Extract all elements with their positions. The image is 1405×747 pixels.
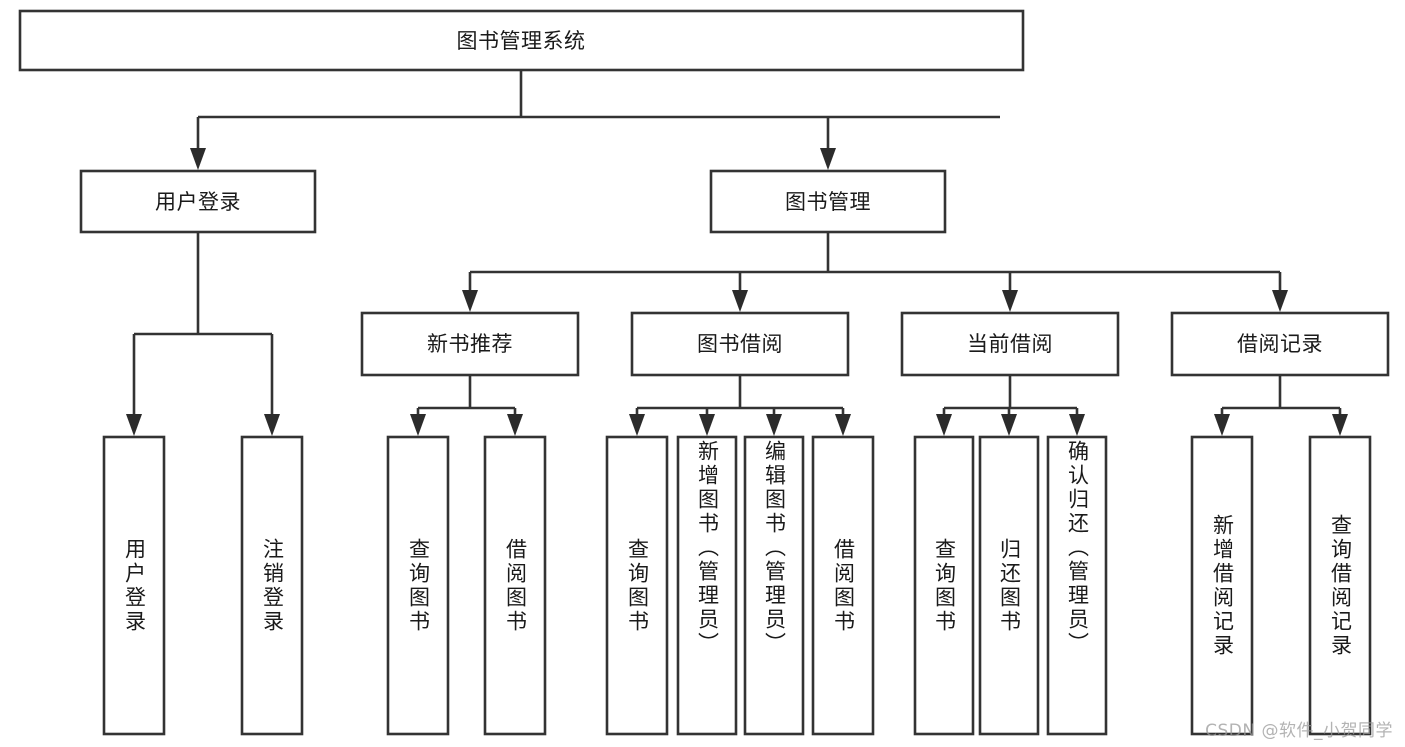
arrowhead-book-manage <box>820 148 836 170</box>
node-box-leaf-current-borrow-2[interactable] <box>1046 435 1108 736</box>
arrowhead-borrow-record-leaf-0 <box>1214 414 1230 436</box>
node-box-leaf-current-borrow-0[interactable] <box>913 435 975 736</box>
arrowhead-book-borrow-leaf-2 <box>766 414 782 436</box>
node-box-book-manage[interactable] <box>709 169 947 234</box>
node-box-leaf-book-borrow-2[interactable] <box>743 435 805 736</box>
node-layer: 图书管理系统 用户登录 图书管理 新书推荐 图书借阅 当前借阅 借阅记录 <box>18 9 1390 736</box>
node-box-leaf-current-borrow-1[interactable] <box>978 435 1040 736</box>
arrowhead-book-borrow-leaf-0 <box>629 414 645 436</box>
node-box-leaf-user-login-0[interactable] <box>102 435 166 736</box>
node-box-book-borrow[interactable] <box>630 311 850 377</box>
watermark-text: CSDN @软件_小贺同学 <box>1205 721 1393 741</box>
node-box-leaf-borrow-record-1[interactable] <box>1308 435 1372 736</box>
node-box-root[interactable] <box>18 9 1025 72</box>
node-label-user-login: 用户登录 <box>155 190 241 214</box>
node-box-leaf-borrow-record-0[interactable] <box>1190 435 1254 736</box>
node-box-leaf-book-borrow-3[interactable] <box>811 435 875 736</box>
node-label-book-manage: 图书管理 <box>785 190 871 214</box>
arrowhead-user-login-leaf-1 <box>264 414 280 436</box>
node-box-current-borrow[interactable] <box>900 311 1120 377</box>
arrowhead-new-book-leaf-1 <box>507 414 523 436</box>
node-box-new-book-recommend[interactable] <box>360 311 580 377</box>
arrowhead-book-borrow <box>732 290 748 312</box>
node-label-borrow-record: 借阅记录 <box>1237 332 1323 356</box>
arrowhead-user-login-leaf-0 <box>126 414 142 436</box>
arrowhead-borrow-record <box>1272 290 1288 312</box>
arrowhead-current-borrow-leaf-0 <box>936 414 952 436</box>
node-label-book-borrow: 图书借阅 <box>697 332 783 356</box>
node-box-leaf-book-borrow-0[interactable] <box>605 435 669 736</box>
node-label-current-borrow: 当前借阅 <box>967 332 1053 356</box>
arrowhead-borrow-record-leaf-1 <box>1332 414 1348 436</box>
node-box-leaf-new-book-0[interactable] <box>386 435 450 736</box>
node-box-leaf-new-book-1[interactable] <box>483 435 547 736</box>
arrowhead-new-book-leaf-0 <box>410 414 426 436</box>
node-label-new-book-recommend: 新书推荐 <box>427 332 513 356</box>
connector-layer <box>126 70 1348 436</box>
node-box-user-login[interactable] <box>79 169 317 234</box>
node-label-root: 图书管理系统 <box>457 29 586 53</box>
arrowhead-current-borrow-leaf-1 <box>1001 414 1017 436</box>
arrowhead-current-borrow-leaf-2 <box>1069 414 1085 436</box>
node-box-leaf-user-login-1[interactable] <box>240 435 304 736</box>
arrowhead-book-borrow-leaf-1 <box>699 414 715 436</box>
arrowhead-new-book <box>462 290 478 312</box>
arrowhead-user-login <box>190 148 206 170</box>
node-box-borrow-record[interactable] <box>1170 311 1390 377</box>
node-box-leaf-book-borrow-1[interactable] <box>676 435 738 736</box>
arrowhead-book-borrow-leaf-3 <box>835 414 851 436</box>
arrowhead-current-borrow <box>1002 290 1018 312</box>
